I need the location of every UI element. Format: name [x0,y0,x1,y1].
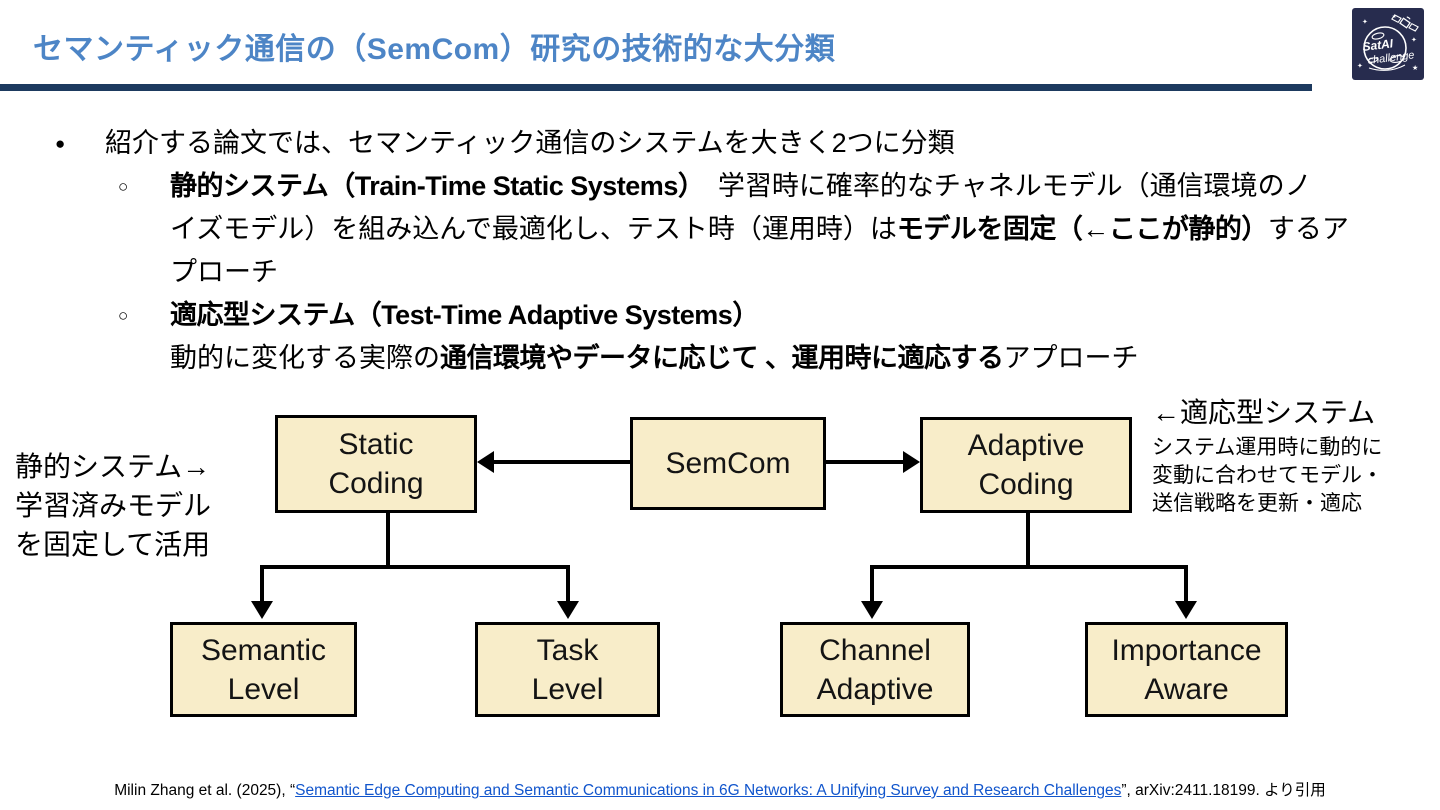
logo-text-line1: SatAI [1362,36,1395,54]
node-label: SemCom [665,447,791,480]
node-semcom: SemCom [630,417,826,510]
arrowhead-down-icon [861,601,883,619]
page-title: セマンティック通信の（SemCom）研究の技術的な大分類 [33,33,836,66]
annotation-line: システム運用時に動的に [1152,436,1383,459]
svg-text:✦: ✦ [1357,62,1363,70]
bullet-marker: ● [55,134,66,153]
node-label: Importance [1111,633,1262,667]
annotation-line: を固定して活用 [15,529,211,560]
title-divider [0,84,1312,91]
citation-suffix: ”, arXiv:2411.18199. より引用 [1121,782,1326,799]
static-heading-bold: 静的システム（Train-Time Static Systems） [170,171,691,201]
connector-to-importance [1184,567,1188,603]
arrowhead-left-icon [477,451,494,473]
citation-link[interactable]: Semantic Edge Computing and Semantic Com… [295,782,1122,799]
static-line-3: プローチ [170,251,1440,294]
node-importance-aware: Importance Aware [1085,622,1288,717]
adaptive-line-1: 適応型システム（Test-Time Adaptive Systems） [170,294,1440,337]
connector-semcom-static [493,460,630,464]
node-label: Channel [819,633,931,667]
arrowhead-right-icon [903,451,920,473]
connector-to-semantic [260,567,264,603]
node-label: Adaptive [816,672,934,706]
node-task-level: Task Level [475,622,660,717]
node-label: Coding [328,467,424,500]
adaptive-heading-bold: 適応型システム（Test-Time Adaptive Systems） [170,300,759,330]
slide-body: ● 紹介する論文では、セマンティック通信のシステムを大きく2つに分類 ○ 静的シ… [0,122,1440,380]
node-adaptive-coding: Adaptive Coding [920,417,1132,513]
node-semantic-level: Semantic Level [170,622,357,717]
bullet-static-system: ○ 静的システム（Train-Time Static Systems） 学習時に… [118,165,1440,294]
adaptive-line-2: 動的に変化する実際の通信環境やデータに応じて 、運用時に適応するアプローチ [170,337,1440,380]
stars-icon: ✦ ✦ ✦ ★ ★ [1357,14,1418,72]
annotation-line: 送信戦略を更新・適応 [1152,492,1362,515]
arrowhead-down-icon [1175,601,1197,619]
sub-bullet-marker: ○ [118,177,129,196]
static-line-1: 静的システム（Train-Time Static Systems） 学習時に確率… [170,165,1440,208]
bullet-intro: ● 紹介する論文では、セマンティック通信のシステムを大きく2つに分類 [55,122,1440,165]
node-label: Task [536,633,599,667]
node-channel-adaptive: Channel Adaptive [780,622,970,717]
node-label: Level [531,672,604,706]
bullet-intro-text: 紹介する論文では、セマンティック通信のシステムを大きく2つに分類 [105,128,955,158]
satai-challenge-logo: ✦ ✦ ✦ ★ ★ SatAI challenge [1352,8,1424,80]
static-text: プローチ [170,257,278,287]
annotation-line: 変動に合わせてモデル・ [1152,464,1383,487]
annotation-adaptive-system: ←適応型システム システム運用時に動的に 変動に合わせてモデル・ 送信戦略を更新… [1152,396,1383,518]
logo-text-line2: challenge [1367,49,1415,67]
annotation-line: 静的システム→ [15,451,211,482]
adaptive-text: アプローチ [1003,343,1139,373]
node-static-coding: Static Coding [275,415,477,513]
arrowhead-down-icon [557,601,579,619]
arrowhead-down-icon [251,601,273,619]
svg-text:★: ★ [1392,14,1397,20]
connector-static-stem [386,512,390,567]
annotation-line: 学習済みモデル [15,490,212,521]
static-text: するア [1267,214,1349,244]
node-label: Semantic [200,633,327,667]
adaptive-text: 動的に変化する実際の [170,343,440,373]
connector-to-task [566,567,570,603]
node-label: Static [338,428,414,461]
static-text: 学習時に確率的なチャネルモデル（通信環境のノ [690,171,1312,201]
connector-static-branch [260,565,570,569]
citation-prefix: Milin Zhang et al. (2025), “ [114,782,296,799]
node-label: Adaptive [967,429,1085,462]
annotation-title: ←適応型システム [1152,397,1376,428]
static-emphasis-bold: モデルを固定（←ここが静的） [896,214,1269,244]
connector-to-channel [870,567,874,603]
svg-text:✦: ✦ [1411,36,1417,44]
bullet-adaptive-system: ○ 適応型システム（Test-Time Adaptive Systems） 動的… [118,294,1440,380]
static-line-2: イズモデル）を組み込んで最適化し、テスト時（運用時）はモデルを固定（←ここが静的… [170,208,1440,251]
node-label: Aware [1144,672,1229,706]
satellite-icon [1391,14,1419,32]
connector-adaptive-branch [870,565,1188,569]
logo-underline [1368,64,1406,71]
planet-icon [1363,26,1407,70]
connector-adaptive-stem [1026,512,1030,567]
static-text: イズモデル）を組み込んで最適化し、テスト時（運用時）は [170,214,897,244]
sub-bullet-marker: ○ [118,306,129,325]
svg-text:✦: ✦ [1362,18,1368,26]
citation: Milin Zhang et al. (2025), “Semantic Edg… [0,778,1440,800]
node-label: Coding [978,468,1074,501]
node-label: Level [227,672,300,706]
annotation-static-system: 静的システム→ 学習済みモデル を固定して活用 [15,447,211,564]
svg-text:★: ★ [1412,64,1418,72]
adaptive-emphasis-bold: 通信環境やデータに応じて 、運用時に適応する [440,343,1004,373]
connector-semcom-adaptive [826,460,903,464]
